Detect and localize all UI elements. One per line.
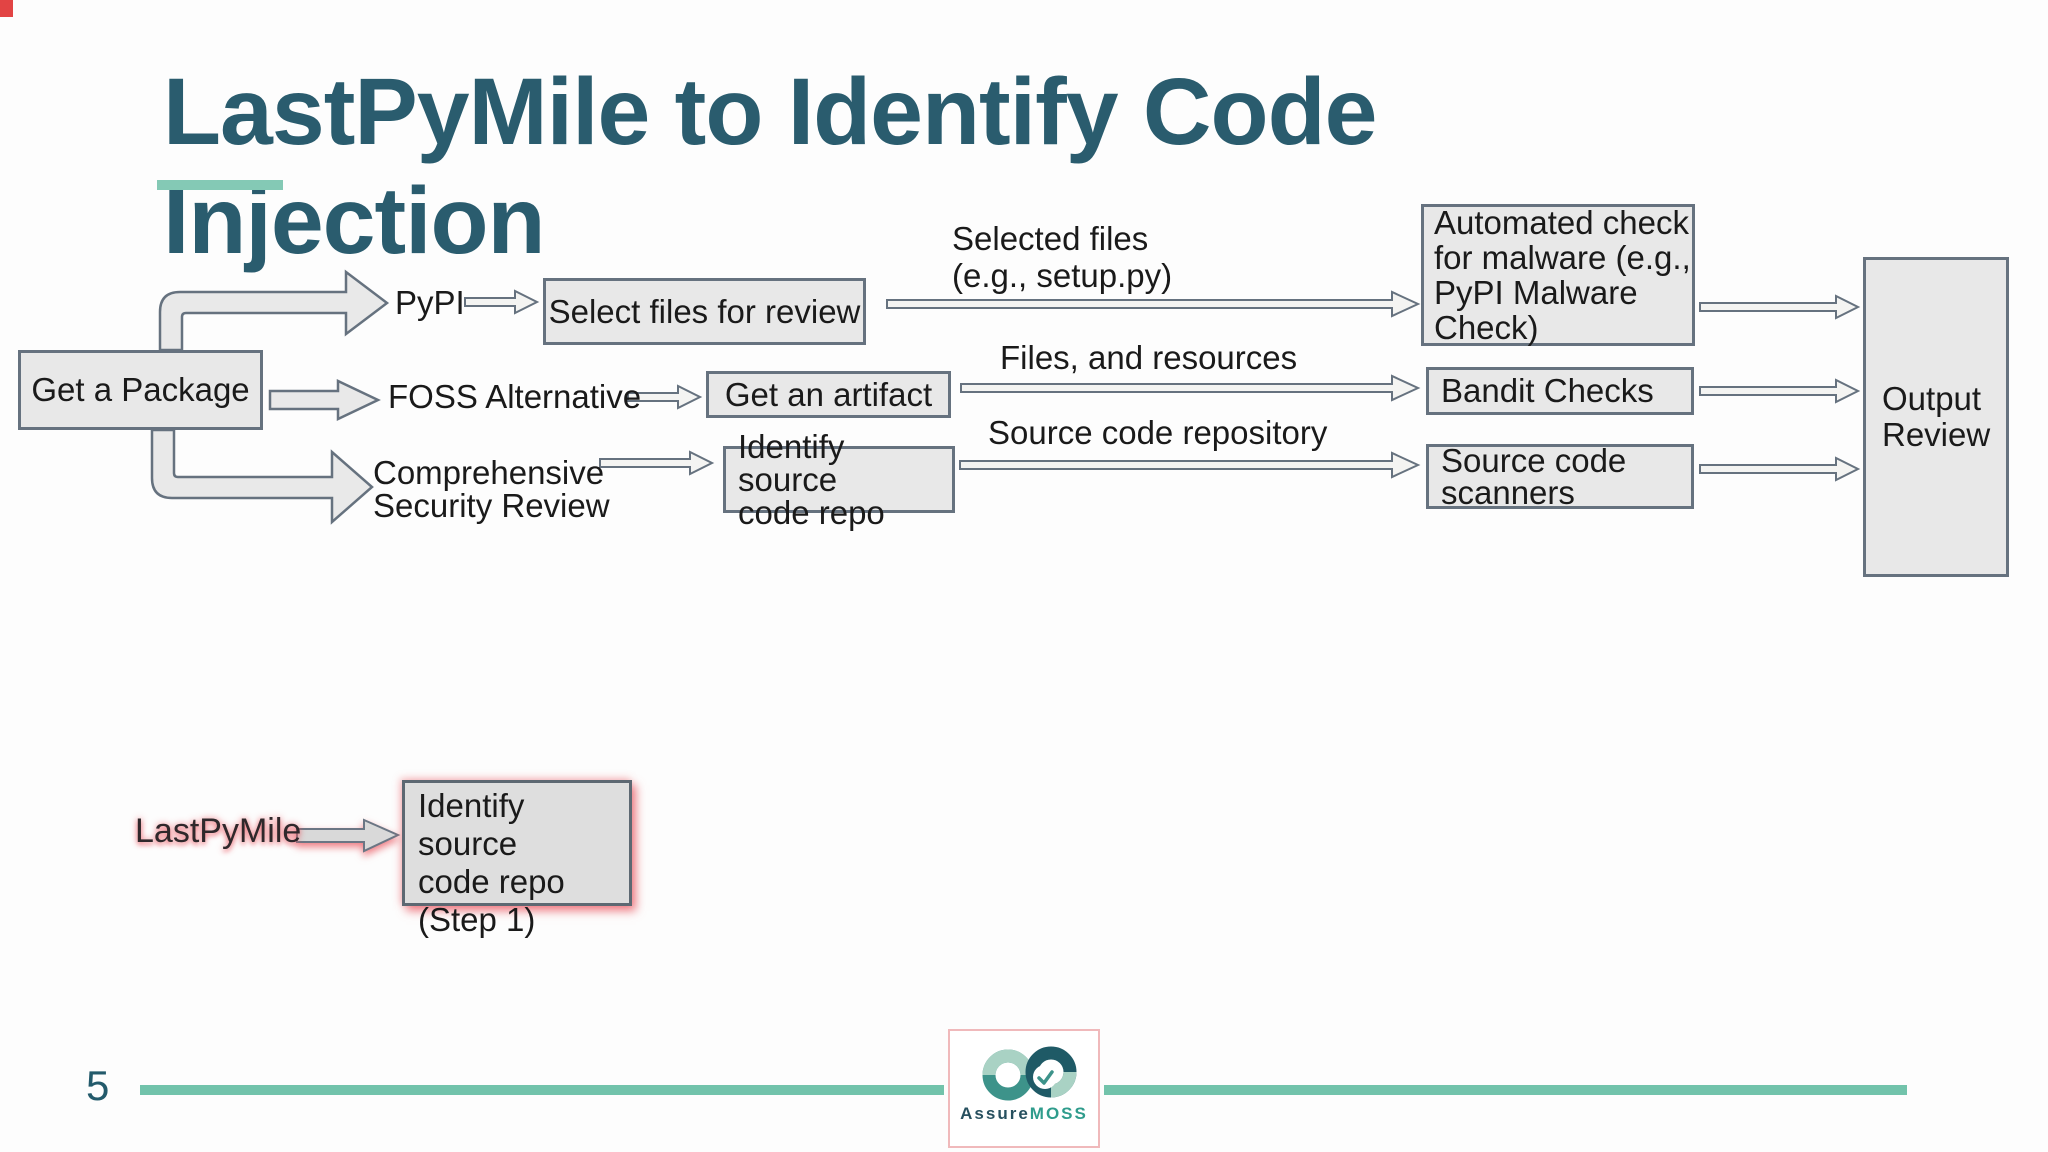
box-get-an-artifact: Get an artifact	[706, 371, 951, 418]
edge-label-files-resources: Files, and resources	[1000, 339, 1298, 376]
lastpymile-label: LastPyMile	[135, 812, 302, 850]
box-identify-source-repo-step1: Identify source code repo (Step 1)	[402, 780, 632, 938]
arrow-comp-to-identify-icon	[599, 450, 715, 476]
arrow-foss-to-artifact-icon	[627, 384, 703, 410]
box-bandit-checks: Bandit Checks	[1426, 367, 1694, 415]
page-title: LastPyMile to Identify Code Injection	[163, 59, 1377, 274]
arrow-source-repo-icon	[959, 451, 1421, 479]
page-number: 5	[86, 1062, 110, 1109]
logo-left-ring-highlight-icon	[982, 1049, 1034, 1076]
box-get-a-package: Get a Package	[18, 350, 263, 430]
edge-label-source-repo: Source code repository	[988, 414, 1328, 451]
logo-check-circle	[1033, 1065, 1057, 1089]
box-automated-check: Automated check for malware (e.g., PyPI …	[1421, 204, 1695, 346]
branch-label-foss: FOSS Alternative	[388, 378, 642, 415]
arrow-scanners-to-output-icon	[1699, 456, 1861, 482]
branch-label-pypi: PyPI	[395, 284, 465, 321]
footer-divider-right	[1104, 1085, 1907, 1095]
footer-divider-left	[140, 1085, 944, 1095]
corner-red-mark	[0, 0, 13, 17]
arrow-files-resources-icon	[960, 374, 1421, 402]
branch-label-comprehensive: Comprehensive Security Review	[373, 454, 610, 524]
arrow-bandit-to-output-icon	[1699, 378, 1861, 404]
box-output-review: Output Review	[1863, 257, 2009, 577]
elbow-arrow-down-icon	[150, 428, 374, 525]
block-arrow-right-icon	[268, 379, 381, 421]
logo-right-ring-highlight-icon	[1050, 1071, 1077, 1098]
assuremoss-logo-icon	[982, 1046, 1077, 1101]
edge-label-selected-files: Selected files (e.g., setup.py)	[952, 220, 1173, 294]
title-accent-bar	[157, 180, 283, 190]
assuremoss-logo: AssureMOSS	[948, 1029, 1100, 1148]
box-identify-source-repo: Identify source code repo	[723, 430, 955, 529]
arrow-automated-to-output-icon	[1699, 294, 1861, 320]
box-select-files: Select files for review	[543, 278, 866, 345]
box-source-code-scanners: Source code scanners	[1426, 444, 1694, 509]
logo-wordmark: AssureMOSS	[960, 1104, 1088, 1123]
elbow-arrow-up-icon	[158, 269, 390, 352]
arrow-selected-files-icon	[886, 290, 1421, 318]
arrow-lastpymile-icon	[296, 818, 401, 853]
checkmark-icon	[1037, 1070, 1054, 1085]
arrow-pypi-to-select-icon	[464, 289, 540, 315]
